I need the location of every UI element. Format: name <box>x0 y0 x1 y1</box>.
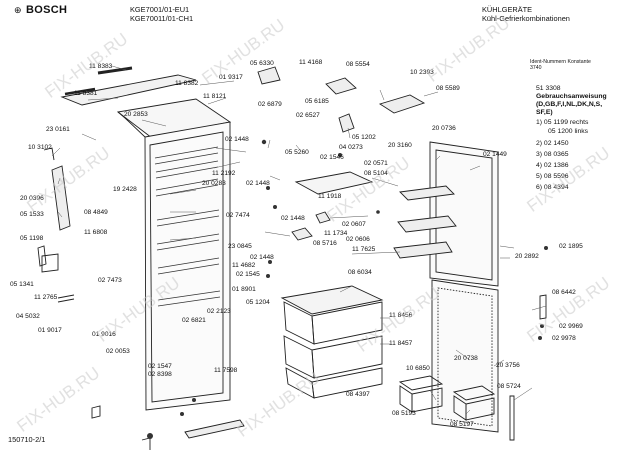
part-label: 11 7598 <box>214 367 238 374</box>
legend-item-1b: 05 1200 links <box>548 128 589 135</box>
manual-languages-cont: SF,E) <box>536 109 553 116</box>
legend-item-3: 3) 08 0365 <box>536 151 569 158</box>
part-label: 02 9978 <box>552 335 576 342</box>
part-label: 05 6185 <box>305 98 329 105</box>
part-label: 02 9969 <box>559 323 583 330</box>
part-label: 11 8121 <box>203 93 227 100</box>
brand-logo: BOSCH <box>26 4 68 16</box>
part-label: 02 1545 <box>236 271 260 278</box>
legend-item-2: 2) 02 1450 <box>536 140 569 147</box>
part-label: 01 8901 <box>232 286 256 293</box>
ident-value: 3740 <box>530 65 542 71</box>
part-label: 19 2428 <box>113 186 137 193</box>
part-label: 08 5724 <box>497 383 521 390</box>
part-label: 02 2123 <box>207 308 231 315</box>
part-label: 23 0845 <box>228 243 252 250</box>
part-label: 05 1533 <box>20 211 44 218</box>
part-label: 08 5104 <box>364 170 388 177</box>
part-label: 02 8398 <box>148 371 172 378</box>
part-label: 11 1918 <box>318 193 342 200</box>
part-label: 08 5716 <box>313 240 337 247</box>
part-label: 08 4397 <box>346 391 370 398</box>
category-subtitle: Kühl-Gefrierkombinationen <box>482 14 570 23</box>
part-label: 08 5193 <box>392 410 416 417</box>
part-label: 02 6527 <box>296 112 320 119</box>
part-label: 20 2853 <box>124 111 148 118</box>
part-label: 02 1448 <box>250 254 274 261</box>
part-label: 05 1202 <box>352 134 376 141</box>
category-title: KÜHLGERÄTE <box>482 5 533 14</box>
part-label: 08 5197 <box>450 421 474 428</box>
part-label: 11 6808 <box>84 229 108 236</box>
part-label: 05 6330 <box>250 60 274 67</box>
part-label: 02 1449 <box>483 151 507 158</box>
part-label: 01 9317 <box>219 74 243 81</box>
part-label: 08 6442 <box>552 289 576 296</box>
part-label: 20 0396 <box>20 195 44 202</box>
part-label: 02 1546 <box>320 154 344 161</box>
brand-emblem-icon: ⊕ <box>14 5 22 15</box>
model-number-2: KGE70011/01-CH1 <box>130 14 194 23</box>
manual-title: Gebrauchsanweisung <box>536 93 607 100</box>
part-label: 11 8383 <box>89 63 113 70</box>
part-label: 10 6850 <box>406 365 430 372</box>
sheet-id: 150710-2/1 <box>8 435 46 444</box>
part-label: 11 1734 <box>324 230 348 237</box>
part-label: 20 2892 <box>515 253 539 260</box>
manual-part-number: 51 3308 <box>536 85 561 92</box>
part-label: 02 1895 <box>559 243 583 250</box>
part-label: 02 6879 <box>258 101 282 108</box>
legend-item-5: 5) 08 5596 <box>536 173 569 180</box>
part-label: 02 7473 <box>98 277 122 284</box>
part-label: 11 8381 <box>74 90 98 97</box>
part-label: 11 8382 <box>175 80 199 87</box>
part-label: 11 2765 <box>34 294 58 301</box>
part-label: 23 0161 <box>46 126 70 133</box>
part-label: 01 9017 <box>38 327 62 334</box>
part-label: 02 1547 <box>148 363 172 370</box>
part-label: 08 5554 <box>346 61 370 68</box>
part-label: 11 7625 <box>352 246 376 253</box>
part-label: 20 0738 <box>454 355 478 362</box>
part-label: 02 1448 <box>281 215 305 222</box>
part-label: 02 0053 <box>106 348 130 355</box>
part-label: 11 4682 <box>232 262 256 269</box>
part-label: 08 5589 <box>436 85 460 92</box>
part-label: 02 6821 <box>182 317 206 324</box>
part-label: 02 1448 <box>246 180 270 187</box>
legend-item-6: 6) 08 4394 <box>536 184 569 191</box>
part-label: 02 0606 <box>346 236 370 243</box>
part-label: 11 4168 <box>299 59 323 66</box>
part-label: 11 8456 <box>389 312 413 319</box>
part-label: 20 3756 <box>496 362 520 369</box>
part-label: 05 1341 <box>10 281 34 288</box>
part-label: 08 6034 <box>348 269 372 276</box>
part-label: 02 0571 <box>364 160 388 167</box>
part-label: 05 1198 <box>20 235 44 242</box>
part-label: 11 8457 <box>389 340 413 347</box>
part-label: 04 0273 <box>339 144 363 151</box>
legend-item-4: 4) 02 1386 <box>536 162 569 169</box>
part-label: 01 9016 <box>92 331 116 338</box>
legend-item-1: 1) 05 1199 rechts <box>536 119 589 126</box>
part-label: 05 5260 <box>285 149 309 156</box>
part-label: 02 1448 <box>225 136 249 143</box>
part-label: 05 1204 <box>246 299 270 306</box>
ident-label: Ident-Nummern Konstante <box>530 59 591 65</box>
part-label: 04 5032 <box>16 313 40 320</box>
part-label: 11 2192 <box>212 170 236 177</box>
part-label: 02 7474 <box>226 212 250 219</box>
manual-languages: (D,GB,F,I,NL,DK,N,S, <box>536 101 603 108</box>
part-label: 20 0736 <box>432 125 456 132</box>
part-label: 10 2393 <box>410 69 434 76</box>
part-label: 08 4849 <box>84 209 108 216</box>
model-number-1: KGE7001/01-EU1 <box>130 5 190 14</box>
part-label: 20 0283 <box>202 180 226 187</box>
part-label: 10 3102 <box>28 144 52 151</box>
part-label: 20 3160 <box>388 142 412 149</box>
part-label: 02 0607 <box>342 221 366 228</box>
